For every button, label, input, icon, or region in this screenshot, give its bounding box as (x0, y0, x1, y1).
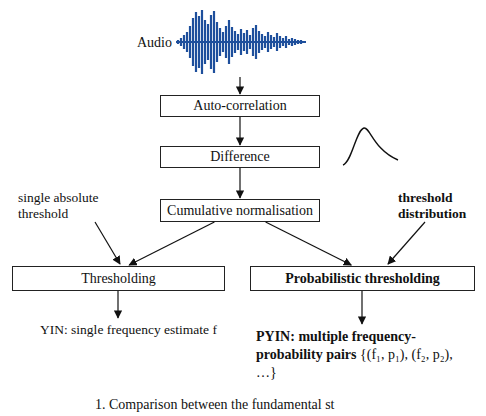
process-box: Probabilistic thresholding (250, 266, 475, 291)
process-box: Cumulative normalisation (160, 199, 320, 222)
threshold-distribution-curve (343, 128, 398, 165)
annotation-text: YIN: single frequency estimate f (40, 322, 217, 338)
input-arrow (239, 77, 240, 94)
process-box: Auto-correlation (160, 95, 320, 117)
output-arrow (117, 291, 118, 318)
audio-waveform (176, 10, 306, 74)
threshold-arrow (95, 222, 120, 264)
flow-arrow (266, 222, 352, 265)
flow-arrow (239, 117, 240, 145)
distribution-arrow (388, 222, 425, 264)
box-label: Thresholding (81, 271, 156, 287)
annotation-text: threshold distribution (398, 190, 478, 222)
flow-arrow (239, 168, 240, 198)
process-box: Thresholding (12, 266, 225, 291)
box-label: Probabilistic thresholding (285, 271, 440, 287)
process-box: Difference (160, 146, 320, 168)
box-label: Difference (210, 149, 270, 165)
flow-arrow (129, 222, 214, 265)
annotation-text: Audio (137, 35, 172, 51)
annotation-text: single absolute threshold (18, 190, 114, 222)
box-label: Cumulative normalisation (167, 203, 313, 219)
pyin-output-text: PYIN: multiple frequency-probability pai… (256, 328, 468, 382)
output-arrow (361, 291, 362, 324)
box-label: Auto-correlation (193, 98, 286, 114)
figure-caption: 1. Comparison between the fundamental st (95, 397, 335, 413)
